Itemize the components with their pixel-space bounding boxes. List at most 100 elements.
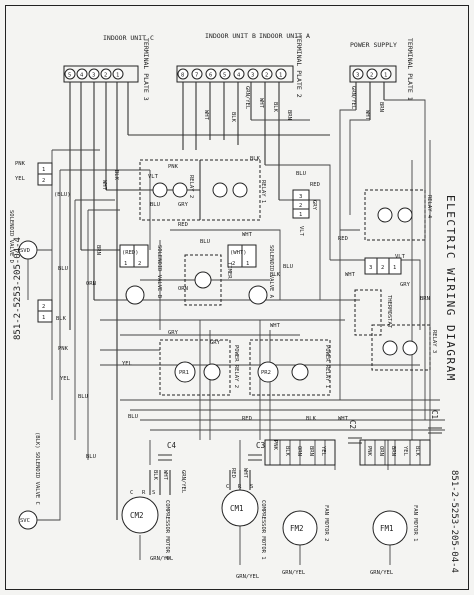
terminal-plate-1-label: TERMINAL PLATE 1 [406, 38, 414, 101]
tp3-terminal-3 [88, 68, 100, 80]
solenoid-valve-d-label: SOLENOID VALVE D [8, 210, 14, 263]
svg-text:VLT: VLT [395, 254, 406, 260]
svg-text:BRN: BRN [390, 446, 396, 456]
terminal-plate-3-label: TERMINAL PLATE 3 [142, 38, 150, 101]
tp2-terminal-5 [219, 68, 231, 80]
svg-text:BLU: BLU [296, 171, 306, 177]
power-relay-2: PR1 POWER RELAY 2 [159, 339, 239, 396]
fm2-label: FM2 [290, 524, 304, 533]
fm1-label: FM1 [380, 524, 394, 533]
relay-3: RELAY 3 [371, 324, 437, 371]
tp2-terminal-label: 8 [181, 73, 184, 79]
svg-text:BLU: BLU [200, 239, 210, 245]
svg-text:BLK: BLK [250, 156, 261, 162]
cm1-label: CM1 [230, 504, 244, 513]
svg-text:GRY: GRY [400, 282, 411, 288]
svg-text:WHT: WHT [345, 272, 356, 278]
svg-text:PNK: PNK [272, 440, 278, 451]
svg-text:2: 2 [42, 304, 45, 310]
svg-text:GRY: GRY [210, 340, 221, 346]
svg-text:1: 1 [393, 265, 396, 271]
svg-text:PNK: PNK [58, 346, 69, 352]
svg-text:BLK: BLK [306, 416, 317, 422]
tp3-terminal-4 [76, 68, 88, 80]
svg-text:RED: RED [178, 222, 188, 228]
tp3-terminal-label: 1 [116, 73, 119, 79]
svg-text:WHT: WHT [270, 323, 281, 329]
capacitor-c4: C4 [158, 441, 177, 461]
tp2-terminal-label: 2 [265, 73, 268, 79]
svg-text:(RED): (RED) [122, 250, 139, 256]
svg-text:RELAY 3: RELAY 3 [431, 330, 437, 353]
svg-text:BLU: BLU [58, 266, 68, 272]
svg-text:YEL: YEL [402, 446, 408, 457]
tp3-terminal-label: 4 [80, 73, 84, 79]
tp1-terminal-label: 3 [356, 73, 359, 79]
svg-text:S: S [250, 484, 253, 490]
compressor-motor-2: CM2 C R S COMPRESSOR MOTOR 2 [121, 490, 170, 560]
svg-text:WHT: WHT [258, 98, 264, 109]
svg-text:VLT: VLT [298, 226, 304, 237]
svg-text:GRN/YEL: GRN/YEL [244, 86, 250, 110]
svg-text:GRY: GRY [168, 330, 179, 336]
svg-text:GRN/YEL: GRN/YEL [180, 470, 186, 494]
cm2-label: CM2 [130, 511, 144, 520]
svg-text:PR1: PR1 [179, 370, 189, 376]
svg-text:C: C [226, 484, 229, 490]
svg-text:VLT: VLT [148, 174, 159, 180]
svc-label: SVC [20, 518, 30, 524]
solenoid-valve-b: (RED) 1 2 SOLENOID VALVE B [119, 244, 162, 305]
terminal-plate-2-label: TERMINAL PLATE 2 [295, 35, 303, 98]
fan-motor-1: FM1 FAN MOTOR 1 [372, 505, 418, 546]
svg-text:BLK: BLK [272, 102, 278, 113]
svg-text:BLK: BLK [230, 112, 236, 123]
tp3-terminal-label: 2 [104, 73, 107, 79]
svg-text:C1: C1 [430, 410, 439, 419]
svg-text:2: 2 [299, 203, 302, 209]
tp1-terminal-3 [352, 68, 364, 80]
svg-text:2: 2 [381, 265, 384, 271]
svg-text:GRN/YEL: GRN/YEL [236, 574, 260, 580]
tp3-terminal-1 [112, 68, 124, 80]
part-number: 851-2-5253-205-04-4 [13, 237, 23, 340]
tp2-terminal-label: 5 [223, 73, 226, 79]
diagram-title: ELECTRIC WIRING DIAGRAM [444, 195, 457, 382]
svg-text:RED: RED [242, 416, 252, 422]
relay-1: RELAY 1 [199, 159, 266, 221]
tp1-terminal-label: 1 [384, 73, 387, 79]
svg-text:2: 2 [232, 261, 235, 267]
tp2-terminal-label: 7 [195, 73, 198, 79]
svg-text:GRN/YEL: GRN/YEL [150, 556, 174, 562]
svg-text:BLU: BLU [86, 454, 96, 460]
svg-text:2: 2 [42, 178, 45, 184]
svg-text:1: 1 [124, 261, 127, 267]
svg-text:BLK: BLK [56, 316, 67, 322]
svg-text:RED: RED [230, 468, 236, 478]
svg-text:YEL: YEL [320, 446, 326, 457]
motor-connector-fm1 [359, 439, 431, 466]
relay-4: RELAY 4 [364, 189, 432, 241]
solenoid-valve-a: (WHT) 2 1 SOLENOID VALVE A [227, 244, 274, 305]
svg-text:BRN: BRN [95, 245, 101, 255]
indoor-unit-c-label: INDOOR UNIT C [103, 34, 154, 42]
svg-text:PR2: PR2 [261, 370, 271, 376]
svg-text:R: R [142, 490, 146, 496]
svg-text:PNK: PNK [366, 446, 372, 457]
svg-text:WHT: WHT [203, 110, 209, 121]
terminal-plate-1: 3 2 1 [349, 65, 397, 83]
svg-text:1: 1 [42, 167, 45, 173]
svd-label: SVD [20, 248, 30, 254]
connector-pnk-yel: 1 2 PNK YEL (BLU) [15, 161, 71, 198]
svg-text:WHT: WHT [162, 470, 168, 481]
svg-text:C: C [130, 490, 133, 496]
svg-text:R: R [238, 484, 242, 490]
solenoid-valve-c: SVC (BLK) SOLENOID VALVE C [18, 420, 61, 530]
timer: TIMER [184, 254, 232, 306]
svg-text:2: 2 [138, 261, 141, 267]
tp1-terminal-label: 2 [370, 73, 373, 79]
svg-text:GRN/YEL: GRN/YEL [350, 86, 356, 110]
tp3-terminal-2 [100, 68, 112, 80]
tp2-terminal-label: 3 [251, 73, 254, 79]
diagram-border [5, 5, 469, 590]
